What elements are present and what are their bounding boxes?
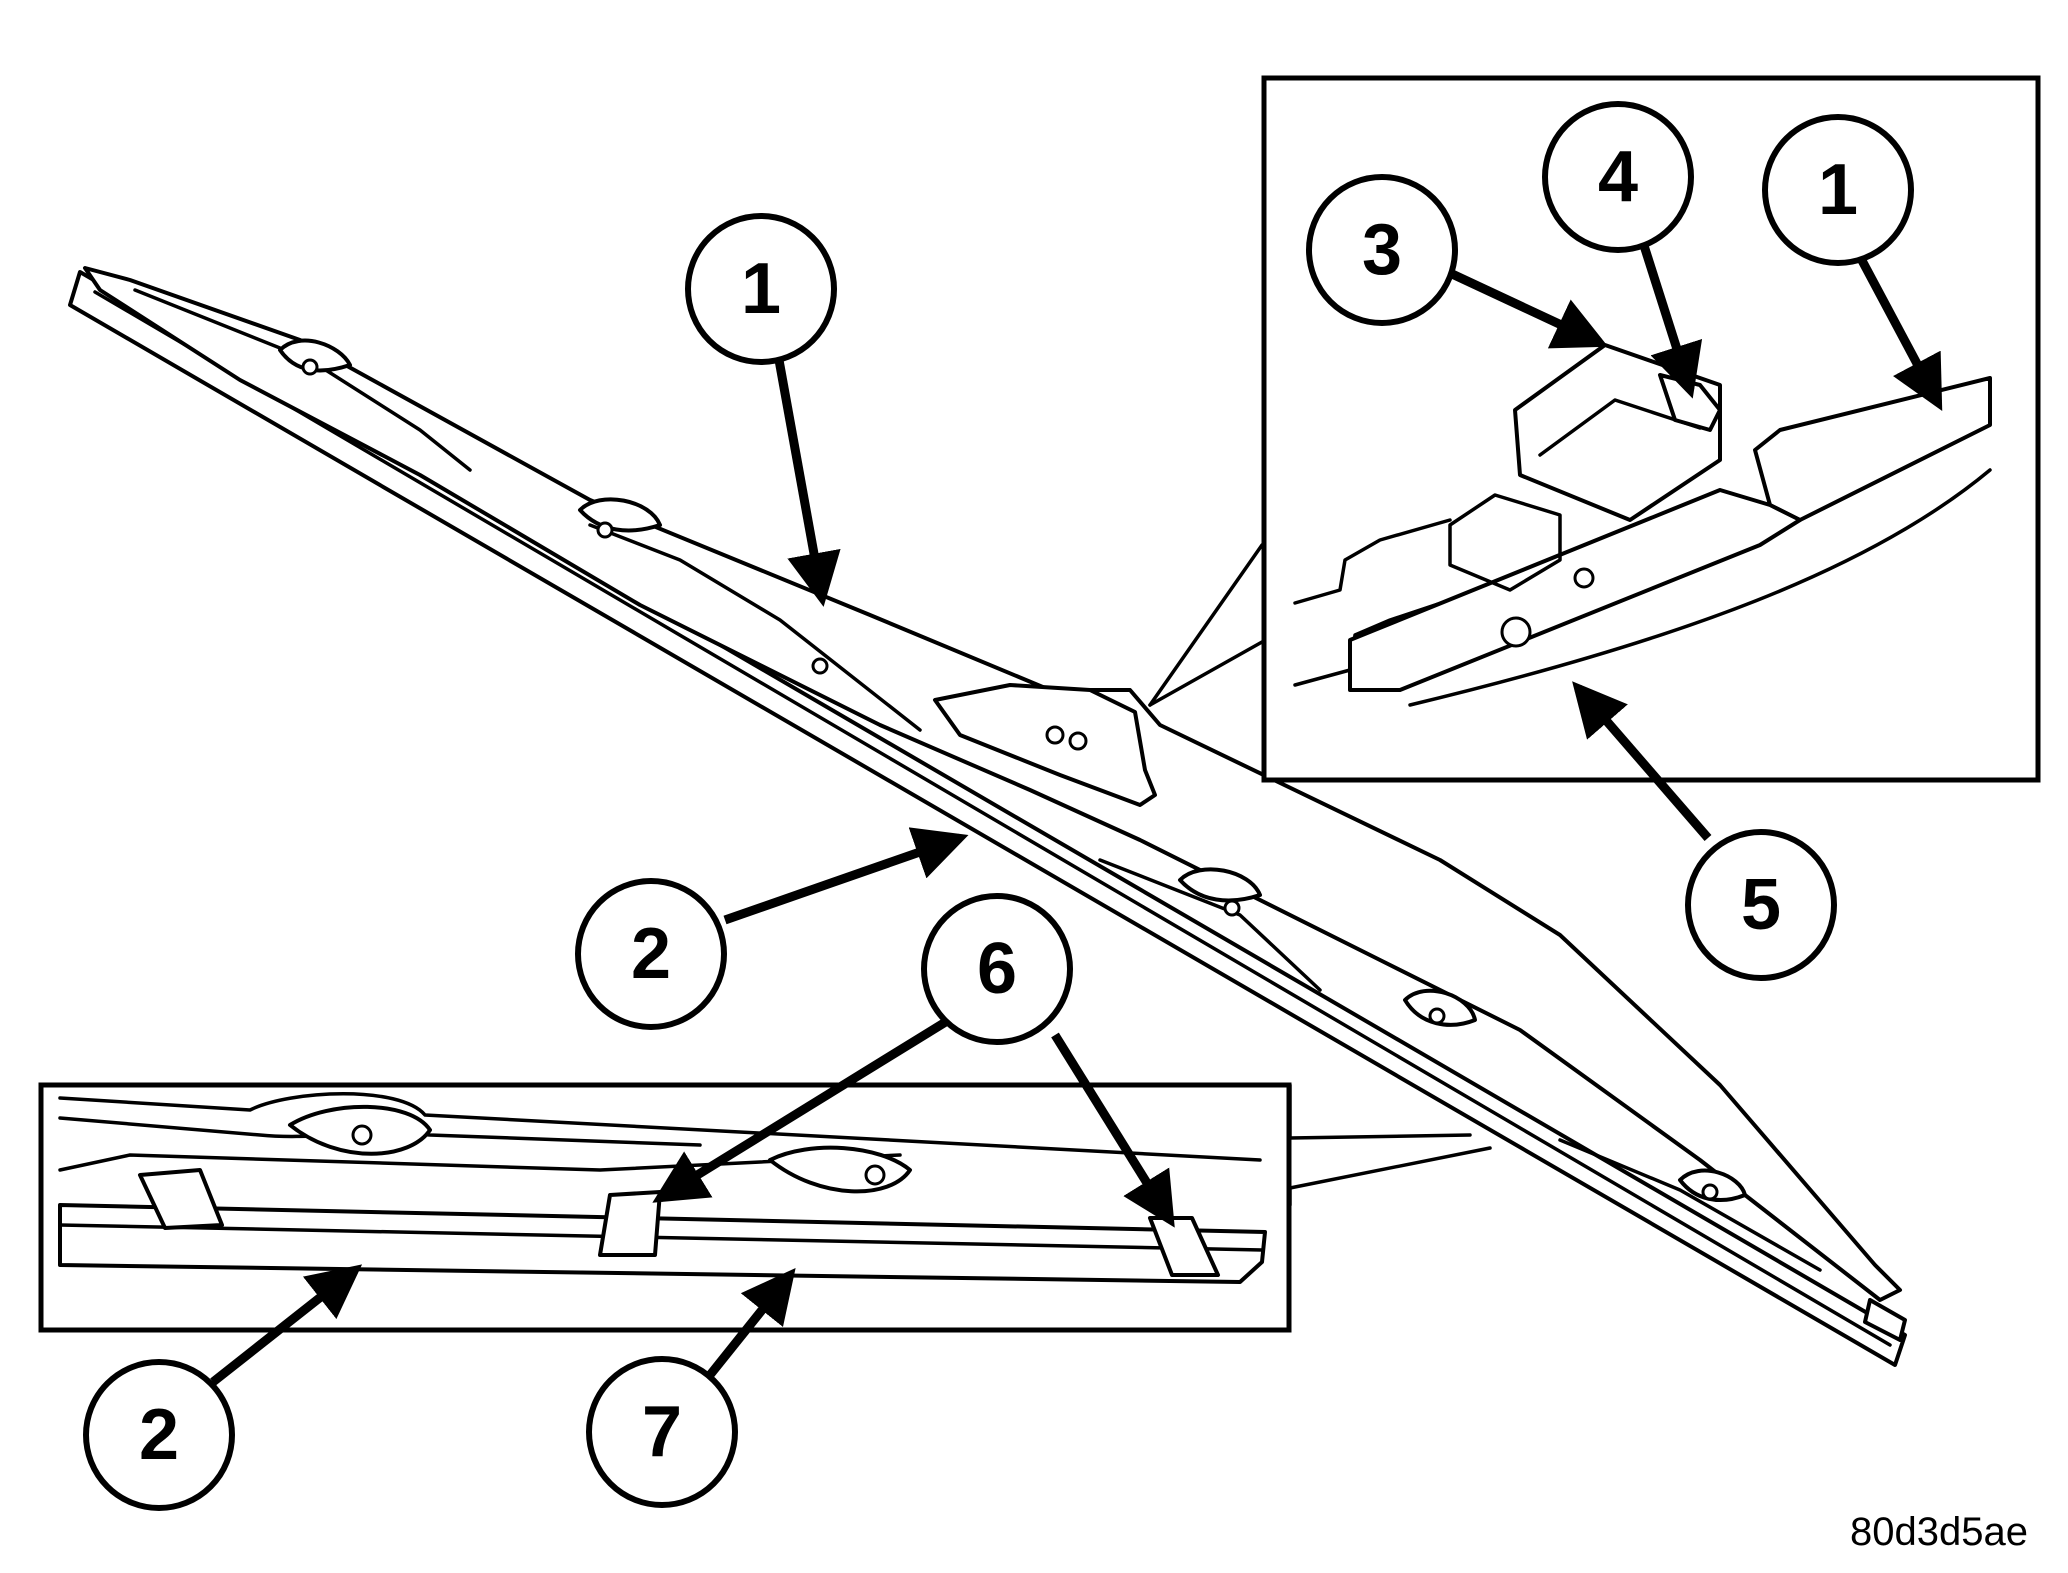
svg-text:7: 7 (642, 1392, 682, 1472)
callout-5: 5 (1685, 829, 1837, 981)
pivot-connector (933, 683, 1157, 807)
detail-element-retainer (38, 1082, 1292, 1333)
svg-text:4: 4 (1598, 137, 1638, 217)
callout-4: 4 (1542, 101, 1694, 253)
svg-text:5: 5 (1741, 865, 1781, 945)
detail-wiper-element (58, 1203, 1267, 1284)
svg-text:3: 3 (1362, 210, 1402, 290)
callout-2-main: 2 (575, 878, 727, 1030)
wiper-blade-assembly (68, 266, 1907, 1367)
svg-text:2: 2 (139, 1395, 179, 1475)
svg-text:1: 1 (741, 249, 781, 329)
wiper-blade-superstructure (83, 266, 1902, 1302)
callout-6: 6 (921, 893, 1073, 1045)
callout-1-detail: 1 (1762, 114, 1914, 266)
callout-1-main: 1 (685, 213, 837, 365)
callout-2-detail: 2 (83, 1359, 235, 1511)
retainer-tab-left (138, 1168, 224, 1230)
callout-7: 7 (586, 1356, 738, 1508)
figure-id-label: 80d3d5ae (1850, 1510, 2028, 1554)
svg-text:2: 2 (631, 914, 671, 994)
svg-text:6: 6 (977, 929, 1017, 1009)
retainer-tab-center (598, 1190, 662, 1257)
pivot-hole-5 (1500, 616, 1532, 648)
callout-3: 3 (1306, 174, 1458, 326)
retainer-tab-right (1148, 1216, 1220, 1277)
svg-text:1: 1 (1818, 150, 1858, 230)
